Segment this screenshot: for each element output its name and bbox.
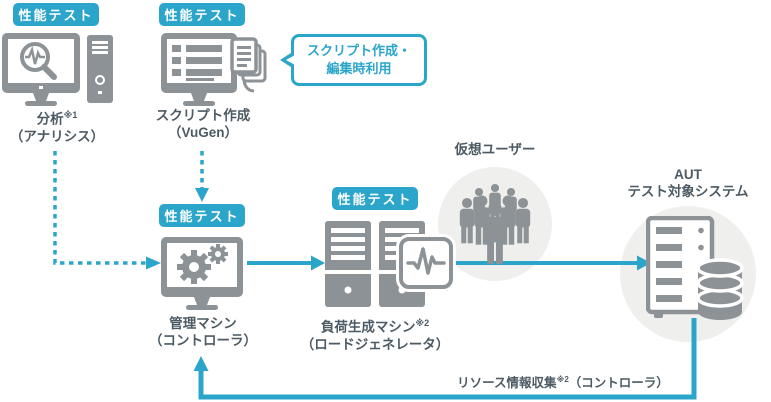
- badge-performance-test-script: 性能テスト: [159, 3, 245, 26]
- badge-performance-test-analysis: 性能テスト: [13, 3, 99, 26]
- badge-label: 性能テスト: [164, 209, 240, 224]
- script-usage-callout: スクリプト作成・ 編集時利用: [280, 34, 427, 86]
- aut-title: AUT: [674, 167, 702, 182]
- arrowhead-right: [146, 256, 161, 270]
- analysis-workstation-icon: [2, 33, 113, 106]
- controller-subtitle: （コントローラ）: [149, 333, 257, 348]
- aut-label: AUT テスト対象システム: [620, 166, 756, 200]
- badge-performance-test-loadgen: 性能テスト: [332, 187, 418, 210]
- analysis-subtitle: （アナリシス）: [9, 128, 105, 144]
- loadgen-title: 負荷生成マシン※2: [320, 318, 430, 335]
- arrowhead-down: [195, 188, 209, 202]
- arrowhead-up: [193, 356, 209, 371]
- loadgen-subtitle: （ロードジェネレータ）: [300, 336, 450, 352]
- script-subtitle: （VuGen）: [167, 125, 238, 140]
- badge-label: 性能テスト: [164, 8, 240, 23]
- callout-line2: 編集時利用: [326, 61, 392, 76]
- controller-title: 管理マシン: [169, 316, 237, 331]
- aut-subtitle: テスト対象システム: [627, 184, 749, 199]
- pulse-waveform-icon: [406, 247, 446, 275]
- script-creation-workstation-icon: [161, 33, 267, 106]
- aut-server-database-icon: [646, 216, 744, 320]
- resource-collection-label: リソース情報収集※2（コントローラ）: [457, 374, 669, 390]
- arrowhead-right: [637, 255, 651, 271]
- badge-label: 性能テスト: [18, 8, 94, 23]
- controller-label: 管理マシン （コントローラ）: [144, 315, 262, 349]
- loadgen-label: 負荷生成マシン※2 （ロードジェネレータ）: [298, 315, 452, 353]
- script-label: スクリプト作成 （VuGen）: [147, 107, 259, 141]
- analysis-title: 分析※1: [36, 110, 78, 127]
- return-line-aut-to-controller: [198, 318, 697, 400]
- script-title: スクリプト作成: [155, 108, 251, 123]
- badge-label: 性能テスト: [337, 192, 413, 207]
- callout-line1: スクリプト作成・: [306, 43, 411, 58]
- badge-performance-test-controller: 性能テスト: [159, 204, 245, 227]
- analysis-label: 分析※1 （アナリシス）: [0, 107, 114, 145]
- dashed-arrow-analysis-to-controller: [53, 151, 146, 265]
- controller-workstation-icon: [161, 237, 243, 310]
- waveform-monitor-badge: [399, 237, 453, 289]
- arrowhead-right: [311, 255, 325, 271]
- virtual-users-label: 仮想ユーザー: [454, 142, 536, 157]
- virtual-users-crowd-icon: [459, 183, 531, 264]
